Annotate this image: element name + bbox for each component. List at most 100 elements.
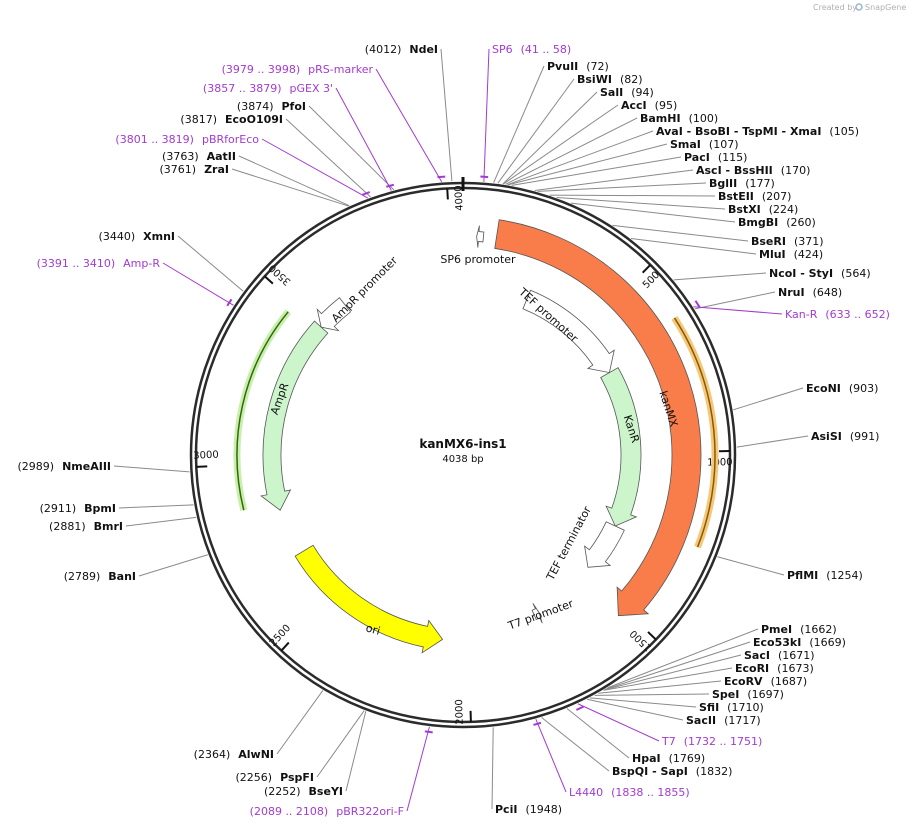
- site-name: PfoI: [282, 100, 307, 113]
- site-label-bglii[interactable]: BglII(177): [709, 177, 775, 190]
- site-label-ecori[interactable]: EcoRI(1673): [735, 662, 814, 675]
- site-label-bseyi[interactable]: (2252)BseYI: [264, 785, 343, 798]
- primer-label-amp-r[interactable]: (3391 .. 3410)Amp-R: [37, 257, 161, 270]
- site-label-acci[interactable]: AccI(95): [621, 99, 677, 112]
- leader-line: [694, 291, 776, 310]
- site-label-pflmi[interactable]: PflMI(1254): [787, 569, 863, 582]
- site-label-asisi[interactable]: AsiSI(991): [811, 430, 879, 443]
- site-label-ndei[interactable]: (4012)NdeI: [365, 43, 438, 56]
- primer-label-pbr322ori-f[interactable]: (2089 .. 2108)pBR322ori-F: [250, 805, 404, 818]
- primer-label-pbrforeco[interactable]: (3801 .. 3819)pBRforEco: [115, 133, 259, 146]
- feature-t7-promoter[interactable]: [531, 603, 543, 624]
- primer-label-prs-marker[interactable]: (3979 .. 3998)pRS-marker: [222, 63, 374, 76]
- primer-label-pgex-3[interactable]: (3857 .. 3879)pGEX 3': [203, 82, 333, 95]
- feature-label-ori: ori: [364, 621, 381, 637]
- feature-kanr[interactable]: [600, 367, 642, 527]
- credit-text: Created by: [813, 3, 857, 12]
- site-position: (100): [689, 112, 719, 125]
- site-label-mlui[interactable]: MluI(424): [759, 248, 823, 261]
- leader-line: [177, 235, 244, 292]
- site-label-sacii[interactable]: SacII(1717): [686, 714, 761, 727]
- primer-label-sp6[interactable]: SP6(41 .. 58): [492, 43, 571, 56]
- site-position: (903): [849, 382, 879, 395]
- primer-site-mark: [226, 298, 233, 307]
- site-label-pcii[interactable]: PciI(1948): [495, 803, 562, 816]
- site-label-bseri[interactable]: BseRI(371): [751, 235, 824, 248]
- plasmid-name: kanMX6-ins1: [419, 437, 506, 451]
- primer-label-l4440[interactable]: L4440(1838 .. 1855): [569, 786, 690, 799]
- primer-name: pGEX 3': [289, 82, 333, 95]
- site-label-ecorv[interactable]: EcoRV(1687): [724, 675, 807, 688]
- site-label-xmni[interactable]: (3440)XmnI: [99, 230, 175, 243]
- leader-line: [505, 117, 638, 185]
- site-position: (1717): [724, 714, 761, 727]
- primer-label-t7[interactable]: T7(1732 .. 1751): [661, 735, 762, 748]
- site-label-pvuii[interactable]: PvuII(72): [547, 60, 609, 73]
- primer-name: Kan-R: [785, 308, 818, 321]
- feature-tef-promoter[interactable]: [522, 289, 615, 374]
- site-label-bani[interactable]: (2789)BanI: [64, 570, 136, 583]
- site-label-bsteii[interactable]: BstEII(207): [718, 190, 791, 203]
- site-label-bspqi-sapi[interactable]: BspQI - SapI(1832): [612, 765, 732, 778]
- site-position: (2364): [194, 748, 231, 761]
- site-label-nrui[interactable]: NruI(648): [778, 286, 842, 299]
- leader-line: [502, 91, 598, 185]
- site-position: (94): [631, 86, 654, 99]
- site-position: (1948): [525, 803, 562, 816]
- leader-line: [375, 68, 443, 183]
- feature-ampr-promoter[interactable]: [316, 297, 352, 332]
- leader-line: [534, 169, 694, 192]
- site-label-smai[interactable]: SmaI(107): [670, 138, 739, 151]
- site-position: (564): [841, 267, 871, 280]
- site-label-pspfi[interactable]: (2256)PspFI: [236, 771, 314, 784]
- site-label-alwni[interactable]: (2364)AlwNI: [194, 748, 274, 761]
- site-label-spei[interactable]: SpeI(1697): [712, 688, 784, 701]
- feature-sp6-promoter[interactable]: [476, 225, 485, 248]
- site-label-eco53ki[interactable]: Eco53kI(1669): [753, 636, 846, 649]
- site-label-pmei[interactable]: PmeI(1662): [761, 623, 837, 636]
- site-label-sali[interactable]: SalI(94): [600, 86, 654, 99]
- site-position: (371): [794, 235, 824, 248]
- feature-ampr[interactable]: [260, 320, 329, 511]
- site-position: (1669): [809, 636, 846, 649]
- site-label-econi[interactable]: EcoNI(903): [806, 382, 878, 395]
- site-label-sfii[interactable]: SfiI(1710): [699, 701, 764, 714]
- site-label-paci[interactable]: PacI(115): [684, 151, 747, 164]
- site-label-avai-bsobi-tspmi-xmai[interactable]: AvaI - BsoBI - TspMI - XmaI(105): [656, 125, 859, 138]
- feature-kanmx[interactable]: [494, 219, 702, 617]
- feature-tef-terminator[interactable]: [584, 521, 625, 568]
- site-name: PflMI: [787, 569, 818, 582]
- site-label-ecoo109i[interactable]: (3817)EcoO109I: [180, 113, 283, 126]
- site-label-bmri[interactable]: (2881)BmrI: [49, 520, 123, 533]
- leader-line: [607, 628, 759, 689]
- site-label-bpmi[interactable]: (2911)BpmI: [40, 502, 116, 515]
- feature-ori[interactable]: [294, 544, 444, 654]
- leader-line: [440, 48, 453, 182]
- site-label-pfoi[interactable]: (3874)PfoI: [237, 100, 306, 113]
- site-label-zrai[interactable]: (3761)ZraI: [160, 163, 230, 176]
- leader-line: [231, 168, 349, 207]
- site-label-hpai[interactable]: HpaI(1769): [632, 752, 705, 765]
- site-position: (72): [586, 60, 609, 73]
- site-label-ncoi-styi[interactable]: NcoI - StyI(564): [769, 267, 871, 280]
- tick-label-3500: 3500: [267, 262, 293, 287]
- site-position: (4012): [365, 43, 402, 56]
- site-name: EcoRI: [735, 662, 769, 675]
- site-label-asci-bsshii[interactable]: AscI - BssHII(170): [696, 164, 810, 177]
- site-name: MluI: [759, 248, 786, 261]
- map-center: kanMX6-ins1 4038 bp: [419, 437, 506, 465]
- site-label-aatii[interactable]: (3763)AatII: [162, 150, 236, 163]
- leader-line: [507, 130, 654, 186]
- site-name: AccI: [621, 99, 647, 112]
- site-label-nmeaiii[interactable]: (2989)NmeAIII: [18, 460, 112, 473]
- site-label-bamhi[interactable]: BamHI(100): [640, 112, 718, 125]
- primer-label-kan-r[interactable]: Kan-R(633 .. 652): [785, 308, 890, 321]
- site-name: XmnI: [143, 230, 175, 243]
- site-label-bsiwi[interactable]: BsiWI(82): [577, 73, 643, 86]
- site-label-saci[interactable]: SacI(1671): [744, 649, 815, 662]
- site-label-bstxi[interactable]: BstXI(224): [728, 203, 798, 216]
- leader-line: [598, 680, 722, 694]
- site-position: (82): [620, 73, 643, 86]
- site-name: BmgBI: [738, 216, 778, 229]
- site-label-bmgbi[interactable]: BmgBI(260): [738, 216, 816, 229]
